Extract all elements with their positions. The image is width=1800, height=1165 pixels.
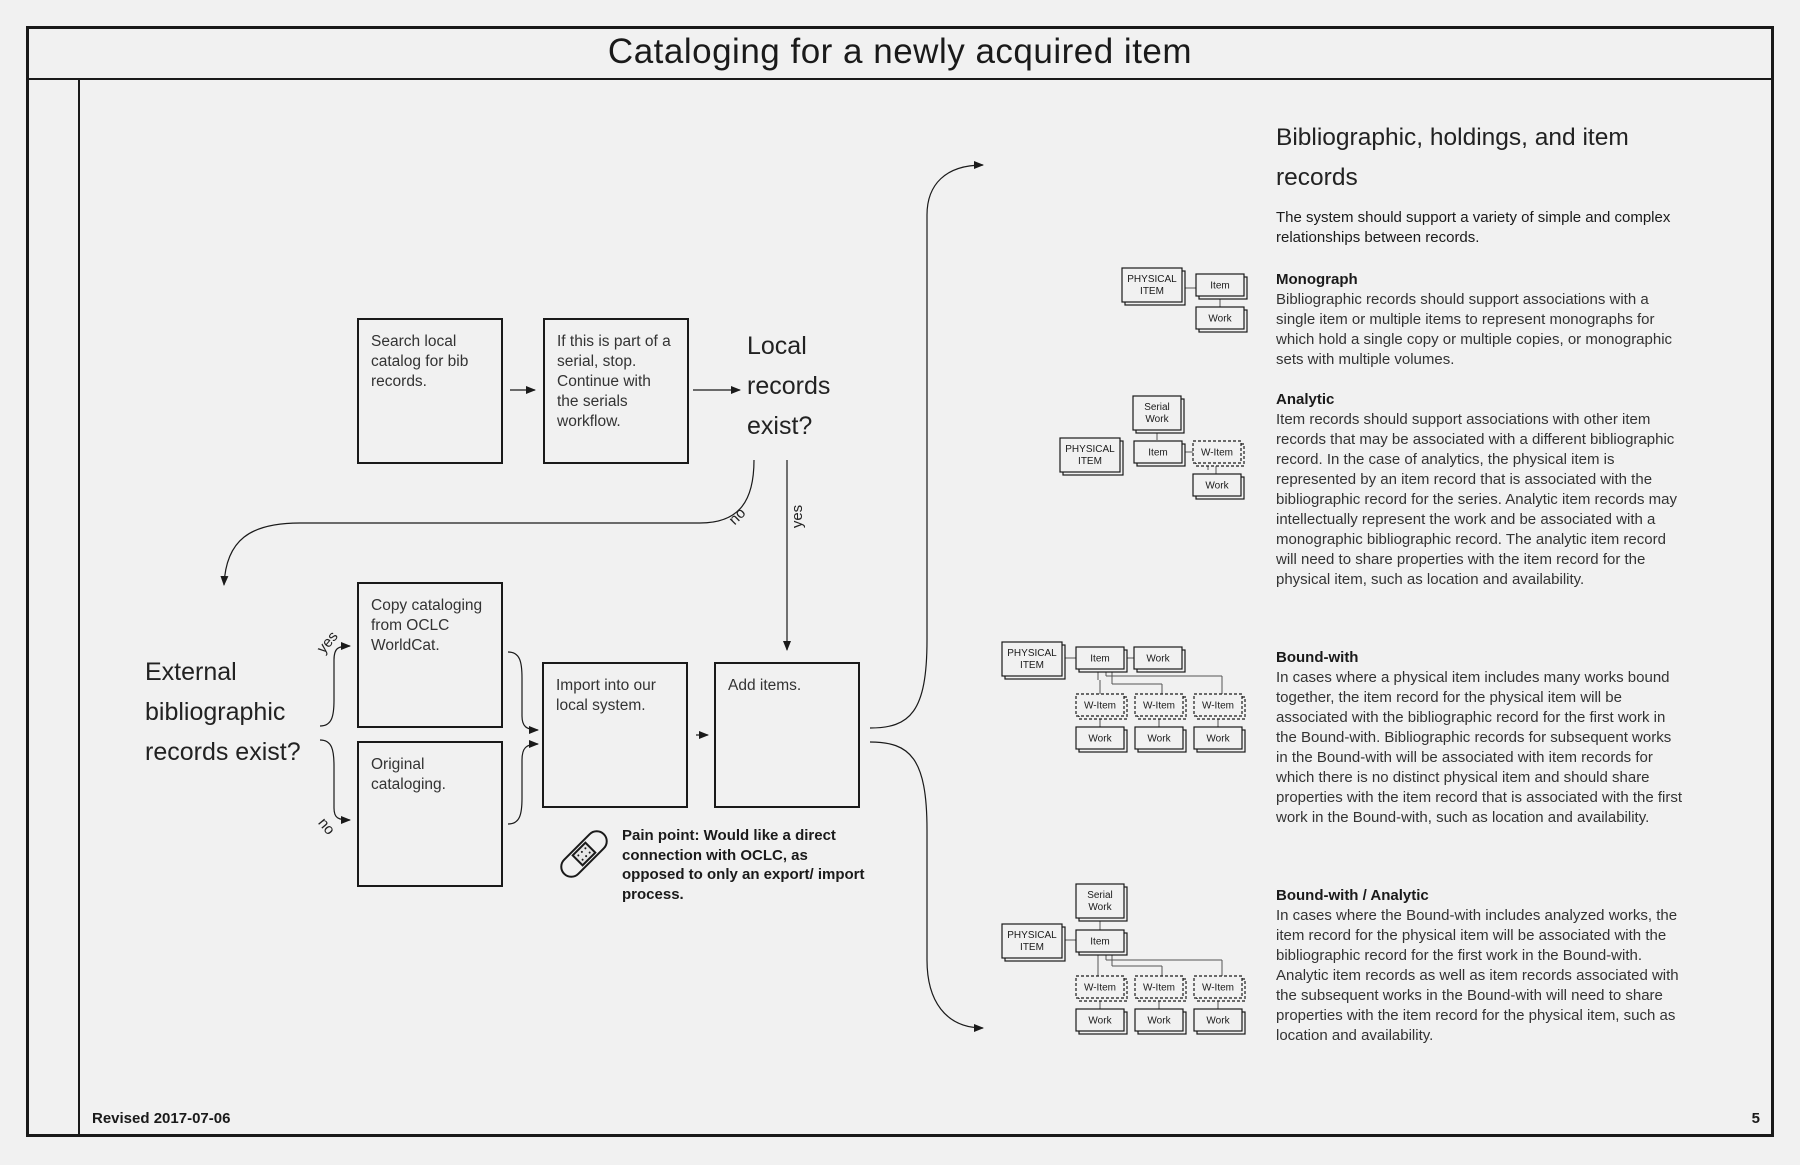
section-bound-with-analytic: Bound-with / Analytic In cases where the… xyxy=(1276,886,1686,1046)
node-label: W-Item xyxy=(1201,448,1233,459)
node-label: Work xyxy=(1146,654,1170,665)
node-label: Work xyxy=(1206,734,1230,745)
import-local-system-box: Import into our local system. xyxy=(542,662,688,808)
node-label: Item xyxy=(1090,937,1109,948)
serial-check-box: If this is part of a serial, stop. Conti… xyxy=(543,318,689,464)
arrow-external-yes xyxy=(319,642,351,727)
left-margin-rule xyxy=(78,80,80,1137)
work-node: Work xyxy=(1195,306,1248,333)
node-label: ITEM xyxy=(1078,456,1102,467)
section-title: Bound-with xyxy=(1276,649,1359,666)
section-monograph: Monograph Bibliographic records should s… xyxy=(1276,270,1686,370)
arrow-to-records-bottom xyxy=(869,741,984,1032)
page-title: Cataloging for a newly acquired item xyxy=(26,26,1774,80)
node-label: PHYSICAL xyxy=(1065,444,1115,455)
item-node: Item xyxy=(1195,273,1248,300)
node-label: ITEM xyxy=(1140,286,1164,297)
w-item-node: W-Item xyxy=(1075,975,1128,1002)
page-frame xyxy=(26,26,1774,1137)
node-label: Serial xyxy=(1144,402,1170,413)
work-node: Work xyxy=(1075,726,1128,753)
section-body: Item records should support associations… xyxy=(1276,411,1678,588)
node-label: Work xyxy=(1147,1016,1171,1027)
node-label: Work xyxy=(1088,734,1112,745)
node-label: Serial xyxy=(1087,890,1113,901)
arrow-no-to-external xyxy=(220,459,755,586)
item-node: Item xyxy=(1133,440,1186,467)
work-node: Work xyxy=(1192,473,1245,500)
w-item-node: W-Item xyxy=(1134,693,1187,720)
work-node: Work xyxy=(1134,726,1187,753)
add-items-box: Add items. xyxy=(714,662,860,808)
node-label: W-Item xyxy=(1143,701,1175,712)
w-item-node: W-Item xyxy=(1193,693,1246,720)
original-cataloging-box: Original cataloging. xyxy=(357,741,503,887)
arrow-original-to-import xyxy=(507,740,539,825)
section-body: In cases where the Bound-with includes a… xyxy=(1276,907,1679,1044)
bandage-icon xyxy=(560,830,608,878)
section-body: Bibliographic records should support ass… xyxy=(1276,291,1673,368)
w-item-node: W-Item xyxy=(1134,975,1187,1002)
node-label: Work xyxy=(1206,1016,1230,1027)
node-label: ITEM xyxy=(1020,660,1044,671)
copy-cataloging-box: Copy cataloging from OCLC WorldCat. xyxy=(357,582,503,728)
item-node: Item xyxy=(1075,646,1128,673)
section-bound-with: Bound-with In cases where a physical ite… xyxy=(1276,648,1686,828)
node-label: Work xyxy=(1145,414,1169,425)
node-label: W-Item xyxy=(1084,983,1116,994)
node-label: Work xyxy=(1088,1016,1112,1027)
section-body: In cases where a physical item includes … xyxy=(1276,669,1683,826)
section-analytic: Analytic Item records should support ass… xyxy=(1276,390,1686,590)
arrow-copy-to-import xyxy=(507,651,539,734)
item-node: Item xyxy=(1075,929,1128,956)
node-label: ITEM xyxy=(1020,942,1044,953)
w-item-node: W-Item xyxy=(1192,440,1245,467)
section-title: Monograph xyxy=(1276,271,1358,288)
pain-point-note: Pain point: Would like a direct connecti… xyxy=(622,827,865,903)
work-node: Work xyxy=(1193,726,1246,753)
work-node: Work xyxy=(1075,1008,1128,1035)
node-label: PHYSICAL xyxy=(1007,648,1057,659)
node-label: PHYSICAL xyxy=(1127,274,1177,285)
work-node: Work xyxy=(1133,646,1186,673)
arrow-to-records-top xyxy=(869,161,984,729)
local-records-question: Local records exist? xyxy=(747,332,831,440)
work-node: Work xyxy=(1193,1008,1246,1035)
records-heading: Bibliographic, holdings, and item record… xyxy=(1276,124,1629,191)
node-label: Work xyxy=(1147,734,1171,745)
work-node: Work xyxy=(1134,1008,1187,1035)
node-label: PHYSICAL xyxy=(1007,930,1057,941)
node-label: W-Item xyxy=(1202,701,1234,712)
node-label: W-Item xyxy=(1202,983,1234,994)
section-title: Analytic xyxy=(1276,391,1335,408)
node-label: Item xyxy=(1148,448,1167,459)
node-label: Item xyxy=(1090,654,1109,665)
revised-date: Revised 2017-07-06 xyxy=(92,1110,231,1127)
search-local-catalog-box: Search local catalog for bib records. xyxy=(357,318,503,464)
section-title: Bound-with / Analytic xyxy=(1276,887,1429,904)
node-label: W-Item xyxy=(1084,701,1116,712)
page-number: 5 xyxy=(1751,1110,1760,1127)
w-item-node: W-Item xyxy=(1075,693,1128,720)
records-intro: The system should support a variety of s… xyxy=(1276,209,1671,246)
node-label: W-Item xyxy=(1143,983,1175,994)
arrow-external-no xyxy=(319,739,351,824)
node-label: Item xyxy=(1210,281,1229,292)
node-label: Work xyxy=(1208,314,1232,325)
external-records-question: External bibliographic records exist? xyxy=(145,658,301,766)
node-label: Work xyxy=(1088,902,1112,913)
node-label: Work xyxy=(1205,481,1229,492)
w-item-node: W-Item xyxy=(1193,975,1246,1002)
